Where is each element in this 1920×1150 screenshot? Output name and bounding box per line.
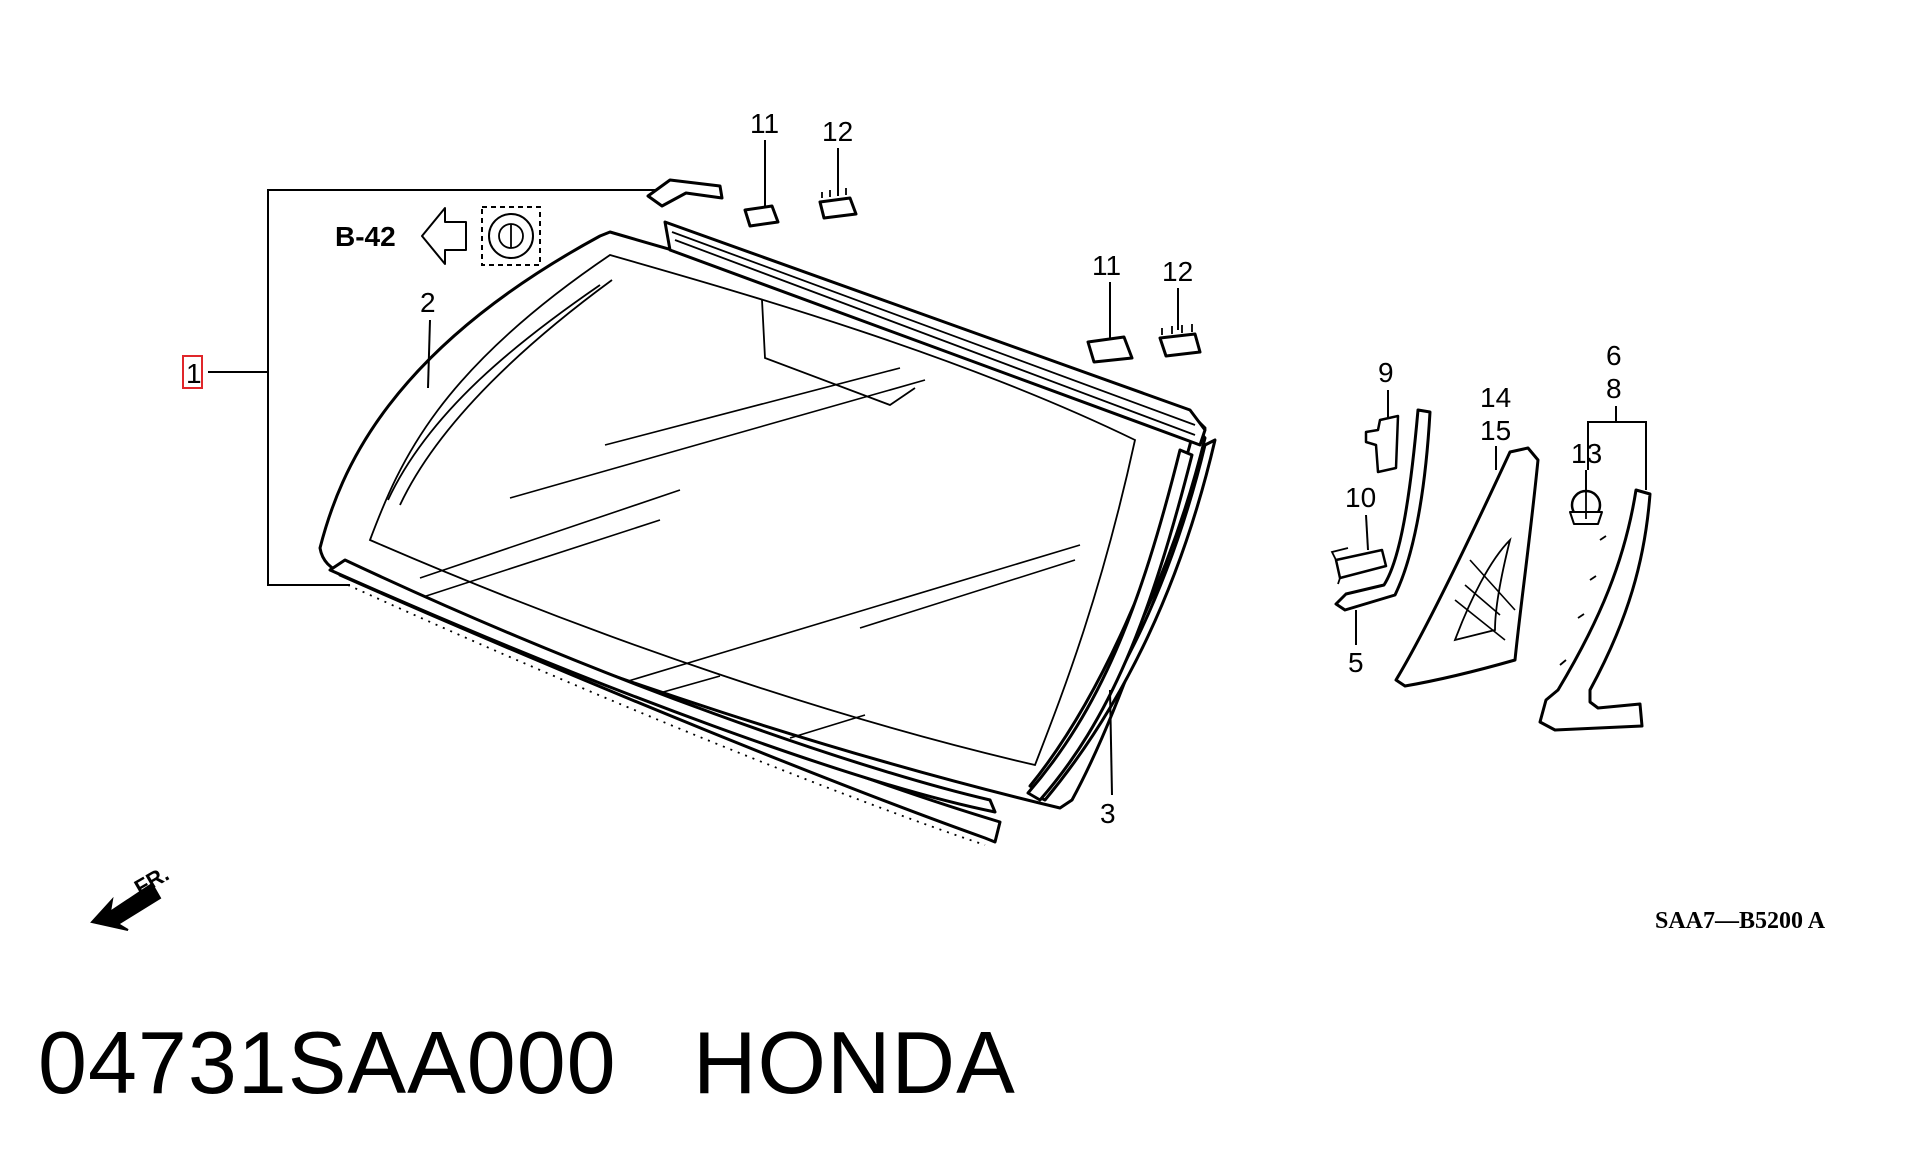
part-12-mid [1158, 324, 1202, 358]
part-12-upper [818, 188, 858, 220]
part-number: 04731SAA000 [38, 1013, 617, 1112]
callout-13: 13 [1571, 438, 1602, 469]
part-1-bracket [208, 189, 660, 586]
callout-15: 15 [1480, 415, 1511, 446]
callout-1-highlight [182, 355, 203, 389]
part-11-mid [1086, 335, 1134, 364]
callout-5: 5 [1348, 647, 1364, 678]
callout-12-mid: 12 [1162, 256, 1193, 287]
callout-10: 10 [1345, 482, 1376, 513]
part-14-15-quarter-glass [1394, 446, 1540, 688]
part-13-grommet [1569, 489, 1603, 525]
part-9-clip [1364, 414, 1400, 474]
top-clip [646, 178, 724, 208]
part-10-clip [1330, 547, 1388, 585]
callout-14: 14 [1480, 382, 1511, 413]
brand-name: HONDA [692, 1013, 1016, 1112]
callout-11-upper: 11 [750, 108, 779, 139]
front-direction-arrow: FR. [90, 861, 173, 931]
part-5-side-strip [1334, 408, 1432, 612]
callout-11-mid: 11 [1092, 250, 1121, 281]
callout-8: 8 [1606, 373, 1622, 404]
callout-3: 3 [1100, 798, 1116, 829]
callout-2: 2 [420, 287, 436, 318]
callout-6: 6 [1606, 340, 1622, 371]
part-11-upper [743, 204, 780, 228]
callout-9: 9 [1378, 357, 1394, 388]
side-rubber-part-3 [1026, 448, 1194, 802]
b42-reference: B-42 [335, 206, 541, 266]
lower-edge-strip [328, 558, 997, 814]
b42-label: B-42 [335, 221, 396, 252]
part-6-8-garnish [1538, 488, 1652, 732]
callout-1: 1 [186, 358, 202, 389]
upper-moulding [663, 220, 1207, 447]
callout-12-upper: 12 [822, 116, 853, 147]
drawing-code: SAA7―B5200 A [1655, 908, 1826, 934]
part-caption: 04731SAA000 HONDA [38, 1012, 1016, 1114]
